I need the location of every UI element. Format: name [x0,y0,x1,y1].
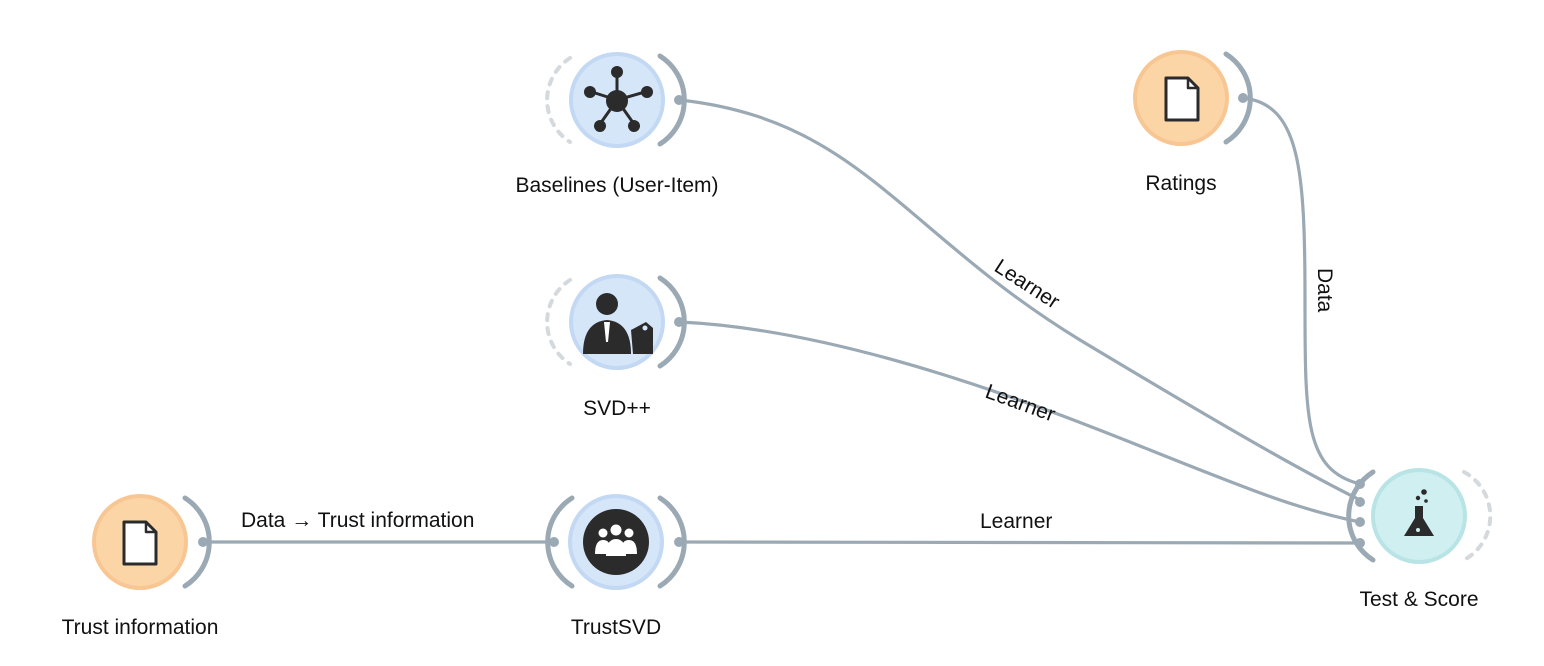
input-channel-arc [545,278,572,366]
input-anchor-learner-1[interactable] [1355,497,1365,507]
output-anchor[interactable] [674,95,684,105]
output-anchor[interactable] [1238,93,1248,103]
link-svdpp-to-test-score[interactable] [678,320,1362,524]
node-ratings[interactable]: Ratings [1133,50,1253,195]
input-anchor[interactable] [549,537,559,547]
input-anchor-learner-3[interactable] [1355,538,1365,548]
node-svdpp[interactable]: SVD++ [545,274,687,420]
file-icon [122,520,158,566]
output-anchor[interactable] [674,537,684,547]
node-label-svdpp: SVD++ [583,397,651,420]
file-icon [1164,76,1200,122]
person-tag-icon [583,293,653,354]
output-anchor[interactable] [674,317,684,327]
node-label-trust-information: Trust information [62,616,219,639]
node-label-test-score: Test & Score [1359,588,1478,611]
output-channel-arc [657,53,687,147]
node-baselines[interactable]: Baselines (User-Item) [515,52,719,197]
network-icon [584,66,653,132]
link-baselines-to-test-score[interactable] [678,98,1362,502]
link-label-trust-data: Data → Trust information [241,509,474,532]
link-label-svdpp-learner: Learner [982,380,1058,426]
input-anchor-data[interactable] [1355,479,1365,489]
node-label-ratings: Ratings [1145,172,1216,195]
input-channel-arc [545,56,572,144]
node-test-score[interactable]: Test & Score [1346,468,1493,611]
link-label-ratings-data: Data [1313,268,1336,313]
flask-icon [1404,489,1434,536]
node-label-baselines: Baselines (User-Item) [515,174,718,197]
output-channel-arc [1462,470,1493,562]
link-trustsvd-to-test-score[interactable] [678,540,1362,545]
output-channel-arc [657,495,687,589]
output-channel-arc [182,495,212,589]
output-anchor[interactable] [198,537,208,547]
group-icon [583,509,649,575]
input-channel-arc [545,495,575,589]
link-ratings-to-test-score[interactable] [1241,96,1362,486]
input-anchor-learner-2[interactable] [1355,517,1365,527]
link-label-trustsvd-learner: Learner [980,510,1052,533]
output-channel-arc [657,275,687,369]
node-label-trustsvd: TrustSVD [571,616,661,639]
links-layer [201,96,1362,545]
node-trust-information[interactable]: Trust information [62,494,219,639]
node-trustsvd[interactable]: TrustSVD [545,494,687,639]
output-channel-arc [1223,51,1253,145]
